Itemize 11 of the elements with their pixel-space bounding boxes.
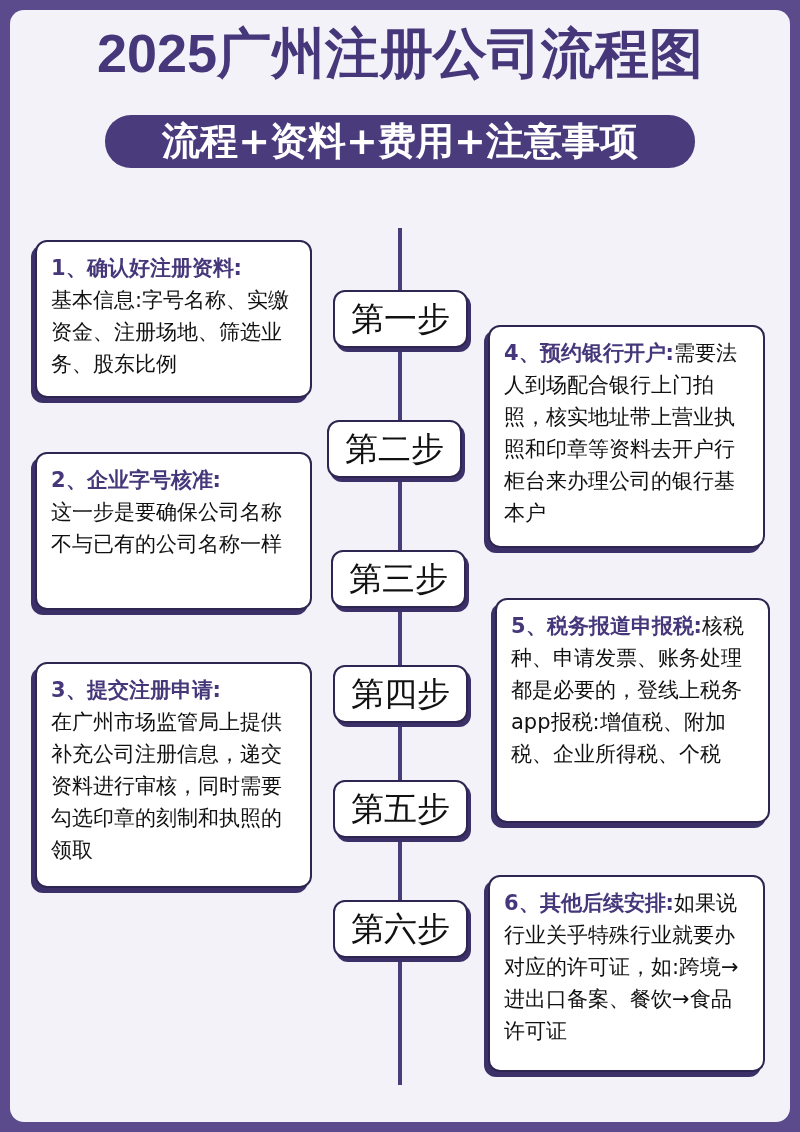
card-text: 在广州市场监管局上提供补充公司注册信息，递交资料进行审核，同时需要勾选印章的刻制和执照的领取 <box>51 709 283 864</box>
card-text: 基本信息:字号名称、实缴资金、注册场地、筛选业务、股东比例 <box>51 287 291 378</box>
card-heading: 3、提交注册申请: <box>51 677 222 704</box>
card-heading: 1、确认好注册资料: <box>51 255 243 282</box>
card-text: 这一步是要确保公司名称不与已有的公司名称一样 <box>51 499 283 558</box>
card-text: 5、税务报道申报税:核税种、申请发票、账务处理都是必要的，登线上税务app报税:增值税、附加税、企业所得税、个税 <box>511 613 745 768</box>
card-heading: 2、企业字号核准: <box>51 467 222 494</box>
card-text: 6、其他后续安排:如果说行业关乎特殊行业就要办对应的许可证，如:跨境→进出口备案、餐饮→食品许可证 <box>504 890 740 1045</box>
title: 2025广州注册公司流程图 <box>95 22 705 85</box>
card-text: 4、预约银行开户:需要法人到场配合银行上门拍照，核实地址带上营业执照和印章等资料去开户行柜台来办理公司的银行基本户 <box>504 340 738 527</box>
subtitle-banner: 流程+资料+费用+注意事项 <box>105 115 695 168</box>
